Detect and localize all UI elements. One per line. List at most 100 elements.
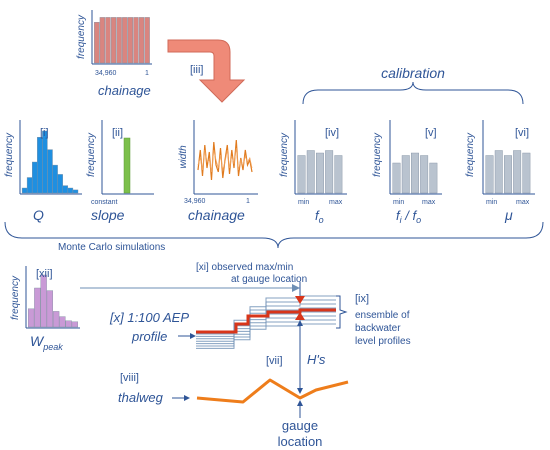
panel-0	[19, 120, 82, 195]
curved-arrow-shape	[167, 39, 246, 103]
aep-label-line1: [x] 1:100 AEP	[109, 310, 189, 325]
panel-0-bar	[57, 174, 63, 194]
gauge-pointer-arrowhead	[297, 400, 303, 406]
input-panels-row	[19, 120, 535, 195]
wpeak-histogram: [xii] frequency Wpeak	[10, 266, 80, 352]
aep-pointer-arrowhead	[190, 333, 196, 339]
panel-slope-xlabel: slope	[91, 207, 125, 223]
panel-0-bar	[67, 187, 74, 194]
hs-arrowhead-bottom	[297, 388, 303, 394]
panel-3-bar	[334, 155, 343, 194]
panel-width-tick-right: 1	[246, 198, 250, 205]
hs-label: H's	[307, 352, 326, 367]
monte-carlo-group: Monte Carlo simulations	[4, 221, 544, 253]
panel-mu-ylabel: frequency	[465, 132, 476, 177]
ensemble-profiles	[196, 295, 336, 349]
ensemble-line3: level profiles	[355, 336, 411, 347]
top-hist-bars	[94, 17, 150, 64]
panel-fo-ylabel: frequency	[279, 132, 290, 177]
panel-0-bar	[32, 161, 38, 194]
panel-3-bar	[325, 150, 334, 194]
thalweg-line	[196, 378, 349, 404]
iii-arrow: [iii]	[167, 39, 246, 103]
thalweg-tag: [viii]	[120, 372, 139, 384]
calibration-label: calibration	[381, 65, 445, 81]
top-hist-bar	[133, 17, 139, 64]
wpeak-ylabel: frequency	[10, 275, 21, 320]
panel-fo-tick-right: max	[329, 199, 343, 206]
top-hist-bar	[138, 17, 145, 64]
panel-5-bar	[494, 150, 503, 194]
wpeak-tag: [xii]	[36, 268, 53, 280]
wpeak-bar	[40, 274, 47, 328]
panel-labels: [i] frequency Q [ii] frequency constant …	[4, 127, 530, 225]
hs-tag: [vii]	[266, 355, 283, 367]
panel-0-bar	[62, 185, 68, 194]
panel-3-bar	[297, 155, 306, 194]
slope-bar	[123, 137, 131, 194]
wpeak-bar	[59, 316, 66, 328]
panel-mu-tick-left: min	[486, 199, 497, 206]
ensemble-tag: [ix]	[355, 293, 369, 305]
aep-label-line2: profile	[131, 329, 167, 344]
panel-3-bar	[316, 152, 324, 194]
top-hist-bar	[122, 17, 128, 64]
panel-0-bar	[21, 187, 28, 194]
top-hist-bar	[110, 17, 117, 64]
panel-mu-tick-right: max	[516, 199, 530, 206]
panel-slope-ylabel: frequency	[86, 132, 97, 177]
panel-5-bar	[485, 155, 494, 194]
top-hist-tick-right: 1	[145, 70, 149, 77]
wpeak-bar	[28, 308, 35, 328]
top-hist-bar	[94, 22, 100, 64]
observed-label-line2: at gauge location	[231, 274, 307, 285]
panel-0-bar	[72, 189, 79, 194]
monte-carlo-brace	[4, 221, 544, 249]
panel-fifo-tag: [v]	[425, 127, 437, 139]
top-hist-bar	[127, 17, 134, 64]
observed-label-line1: [xi] observed max/min	[196, 262, 293, 273]
panel-0-bar	[47, 149, 53, 194]
panel-4	[389, 120, 442, 195]
panel-5-bar	[513, 150, 522, 194]
top-hist-bar	[144, 17, 150, 64]
panel-fifo-tick-right: max	[422, 199, 436, 206]
panel-q-ylabel: frequency	[4, 132, 15, 177]
wpeak-bar	[71, 321, 79, 328]
top-hist-bar	[105, 17, 111, 64]
panel-4-bar	[411, 152, 419, 194]
gauge-label-line1: gauge	[282, 418, 318, 433]
observed-max-marker	[295, 296, 305, 304]
panel-4-bar	[420, 155, 429, 194]
thalweg-pointer-arrowhead	[184, 395, 190, 401]
panel-0-bar	[42, 130, 48, 194]
wpeak-xlabel: Wpeak	[30, 333, 63, 352]
panel-mu-tag: [vi]	[515, 127, 529, 139]
panel-4-bar	[392, 162, 401, 194]
wpeak-bar	[65, 320, 72, 328]
panel-3	[294, 120, 347, 195]
panel-5-bar	[522, 152, 531, 194]
panel-q-xlabel: Q	[33, 207, 44, 223]
observed-min-marker	[295, 312, 305, 320]
panel-3-bar	[306, 150, 315, 194]
wpeak-bars	[28, 274, 79, 328]
top-hist-bar	[116, 17, 122, 64]
top-hist-ylabel: frequency	[76, 14, 87, 59]
gauge-label-line2: location	[278, 434, 323, 449]
panel-2	[193, 120, 258, 195]
panel-slope-tick: constant	[91, 199, 118, 206]
panel-fifo-xlabel: fi / fo	[396, 208, 421, 225]
panel-fifo-ylabel: frequency	[372, 132, 383, 177]
panel-fo-xlabel: fo	[315, 208, 324, 225]
width-series-line-2	[197, 147, 253, 173]
panel-4-bar	[429, 162, 438, 194]
panel-fo-tick-left: min	[298, 199, 309, 206]
profiles-diagram: [xi] observed max/min at gauge location …	[80, 262, 411, 449]
aep-profile-line	[196, 308, 336, 334]
panel-4-bar	[401, 155, 410, 194]
calibration-brace	[302, 81, 524, 105]
top-hist-xlabel: chainage	[98, 83, 151, 98]
panel-5-bar	[504, 155, 512, 194]
